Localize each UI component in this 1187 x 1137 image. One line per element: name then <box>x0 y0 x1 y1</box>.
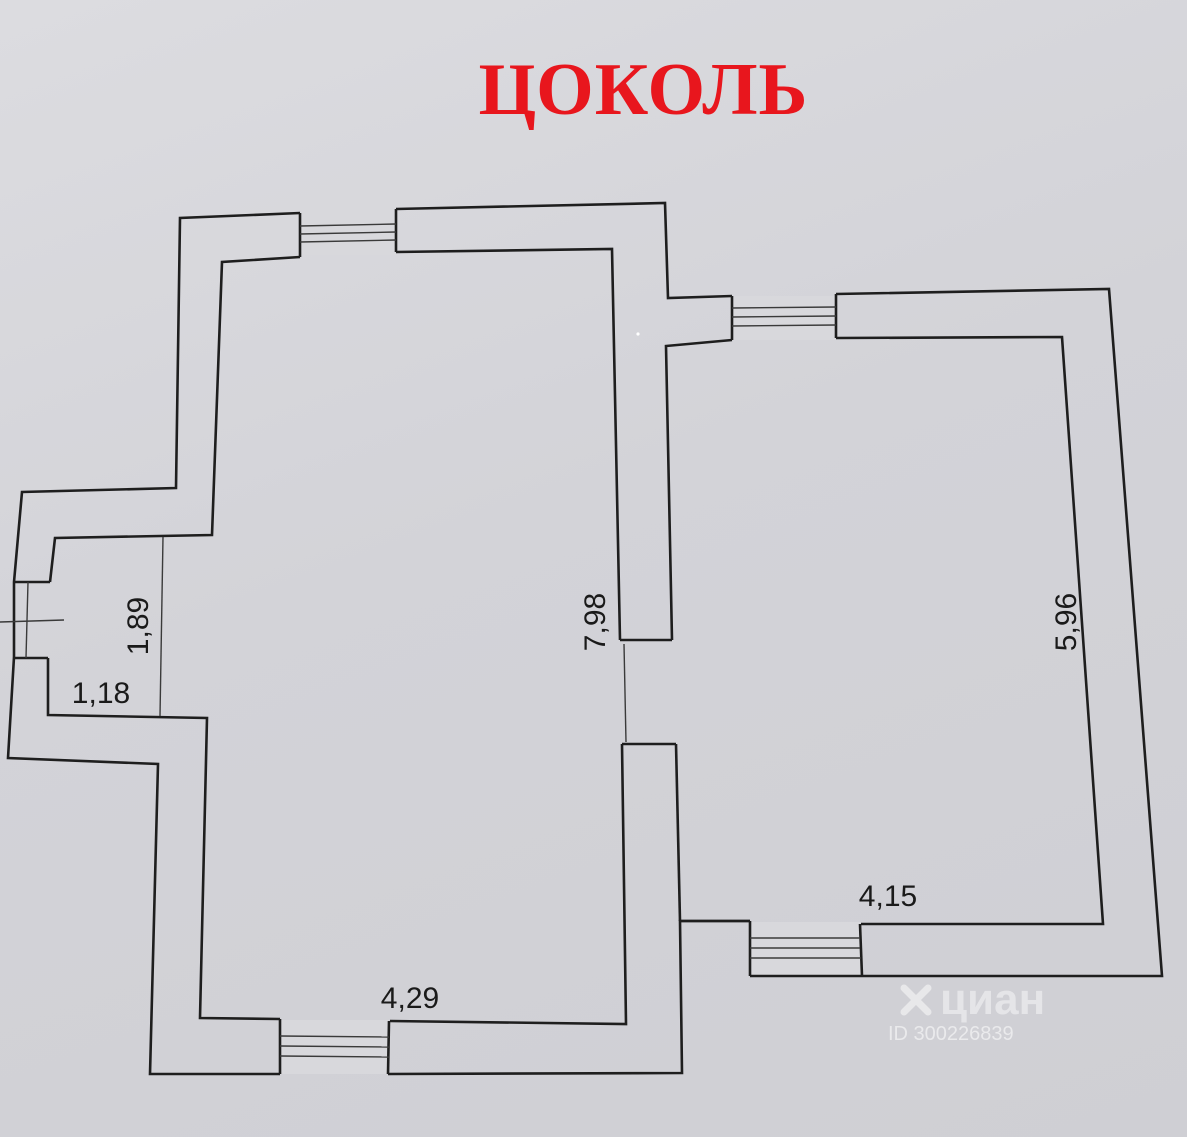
watermark-brand: циан <box>940 975 1045 1024</box>
dim-small-room-height: 1,89 <box>122 597 155 655</box>
dim-small-room-width: 1,18 <box>72 677 130 710</box>
right-room-inner-wall-b <box>674 743 682 922</box>
doorway-line <box>623 643 627 743</box>
left-outer-wall-top <box>395 201 733 300</box>
watermark-logo-icon <box>900 984 932 1016</box>
window-right-top <box>730 294 838 340</box>
right-room-inner-wall-c <box>835 335 1105 926</box>
left-room-inner-wall-d <box>46 658 281 1021</box>
paper-speck <box>636 332 640 336</box>
watermark: циан ID 300226839 <box>888 975 1045 1045</box>
window-left-top <box>298 209 398 257</box>
window-right-bottom <box>748 921 864 978</box>
left-room-inner-wall <box>48 255 301 583</box>
watermark-id: ID 300226839 <box>888 1023 1014 1045</box>
floor-title: ЦОКОЛЬ <box>478 49 809 131</box>
right-room-inner-wall <box>664 338 733 641</box>
window-left-bottom <box>278 1019 391 1075</box>
entrance-marker <box>0 619 65 623</box>
dim-right-room-height: 5,96 <box>1050 593 1083 651</box>
left-room-inner-wall-c <box>389 743 628 1026</box>
small-room-divider <box>159 536 164 717</box>
right-outer-wall <box>835 287 1164 978</box>
left-room-inner-wall-b <box>395 247 622 641</box>
left-outer-wall-bottom <box>387 919 750 1076</box>
dim-left-room-height: 7,98 <box>579 593 612 651</box>
left-outer-wall <box>6 211 301 1076</box>
entrance-door-line <box>25 581 29 659</box>
dim-left-room-width: 4,29 <box>381 982 439 1015</box>
dim-right-room-width: 4,15 <box>859 880 917 913</box>
